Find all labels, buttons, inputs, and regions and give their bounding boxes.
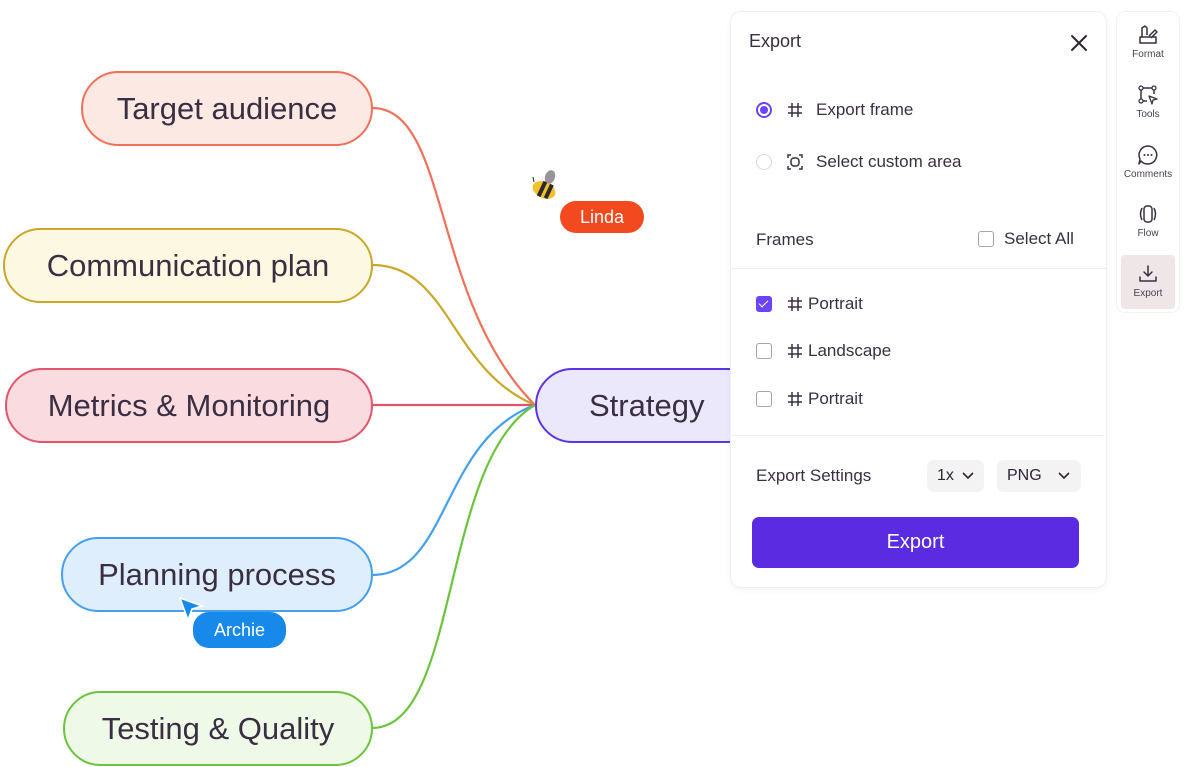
hash-frame-icon bbox=[788, 344, 802, 358]
mindmap-node-strategy-center[interactable]: Strategy bbox=[535, 368, 765, 443]
option-export-frame[interactable]: Export frame bbox=[756, 98, 913, 122]
mindmap-node-communication-plan[interactable]: Communication plan bbox=[3, 228, 373, 303]
collaborator-tag-archie: Archie bbox=[193, 612, 287, 648]
connector-target-audience bbox=[371, 106, 536, 406]
frame-label: Landscape bbox=[808, 341, 892, 360]
select-all-checkbox[interactable]: Select All bbox=[978, 229, 1074, 249]
hash-frame-icon bbox=[788, 297, 802, 311]
node-label: Communication plan bbox=[46, 247, 330, 283]
custom-area-icon bbox=[787, 154, 803, 170]
export-settings-label: Export Settings bbox=[756, 466, 872, 485]
format-dropdown[interactable]: PNG bbox=[997, 460, 1081, 492]
close-icon[interactable] bbox=[1068, 32, 1090, 54]
format-value: PNG bbox=[1007, 467, 1042, 484]
mindmap-node-planning-process[interactable]: Planning process bbox=[61, 537, 373, 612]
chevron-down-icon bbox=[962, 472, 974, 480]
mindmap-node-metrics-monitoring[interactable]: Metrics & Monitoring bbox=[5, 368, 373, 443]
mindmap-node-testing-quality[interactable]: Testing & Quality bbox=[63, 691, 373, 766]
connector-testing bbox=[371, 404, 536, 730]
comment-icon bbox=[1138, 145, 1158, 165]
radio-unselected[interactable] bbox=[756, 154, 772, 170]
divider bbox=[731, 268, 1106, 269]
hash-frame-icon bbox=[788, 103, 802, 117]
flow-icon bbox=[1139, 205, 1157, 223]
collaborator-tag-linda: Linda bbox=[560, 201, 645, 233]
toolbar-item-comments[interactable]: Comments bbox=[1121, 136, 1175, 190]
toolbar-item-format[interactable]: Format bbox=[1121, 16, 1175, 70]
connector-communication-plan bbox=[371, 263, 536, 407]
node-label: Testing & Quality bbox=[101, 710, 335, 746]
panel-title: Export bbox=[749, 31, 802, 51]
frame-item-landscape[interactable]: Landscape bbox=[756, 341, 891, 361]
right-toolbar: Format Tools Comments Flow Export bbox=[1117, 12, 1179, 312]
toolbar-label: Flow bbox=[1137, 228, 1159, 239]
node-label: Target audience bbox=[116, 90, 338, 126]
chevron-down-icon bbox=[1058, 472, 1070, 480]
export-panel: Export Export frame Select custom area F… bbox=[731, 12, 1106, 587]
frame-label: Portrait bbox=[808, 294, 863, 313]
checkbox-checked[interactable] bbox=[756, 296, 772, 312]
frame-item-portrait-2[interactable]: Portrait bbox=[756, 389, 863, 409]
export-download-icon bbox=[1139, 265, 1157, 282]
connector-planning bbox=[371, 403, 536, 577]
scale-dropdown[interactable]: 1x bbox=[927, 460, 984, 492]
toolbar-label: Comments bbox=[1123, 169, 1173, 180]
checkbox[interactable] bbox=[756, 343, 772, 359]
node-label: Planning process bbox=[98, 556, 336, 592]
hash-frame-icon bbox=[788, 392, 802, 406]
frames-heading: Frames bbox=[756, 230, 814, 249]
node-label: Strategy bbox=[589, 387, 705, 423]
toolbar-item-export[interactable]: Export bbox=[1121, 255, 1175, 309]
tools-select-icon bbox=[1138, 85, 1158, 105]
export-button[interactable]: Export bbox=[752, 517, 1079, 568]
collaborator-name: Archie bbox=[214, 620, 266, 640]
bee-icon bbox=[532, 170, 556, 200]
toolbar-item-tools[interactable]: Tools bbox=[1121, 76, 1175, 130]
toolbar-label: Tools bbox=[1136, 109, 1160, 120]
toolbar-label: Format bbox=[1132, 49, 1164, 60]
select-all-label: Select All bbox=[1004, 229, 1074, 248]
scale-value: 1x bbox=[937, 467, 954, 484]
radio-selected[interactable] bbox=[756, 102, 772, 118]
mindmap-node-target-audience[interactable]: Target audience bbox=[81, 71, 373, 146]
toolbar-label: Export bbox=[1133, 288, 1163, 299]
option-label: Export frame bbox=[816, 100, 914, 119]
pointer-cursor-icon bbox=[178, 596, 204, 622]
frame-label: Portrait bbox=[808, 389, 863, 408]
checkbox[interactable] bbox=[978, 231, 994, 247]
option-label: Select custom area bbox=[816, 152, 962, 171]
toolbar-item-flow[interactable]: Flow bbox=[1121, 195, 1175, 249]
checkbox[interactable] bbox=[756, 391, 772, 407]
node-label: Metrics & Monitoring bbox=[47, 387, 331, 423]
option-select-custom-area[interactable]: Select custom area bbox=[756, 150, 962, 174]
divider bbox=[731, 435, 1103, 436]
frame-item-portrait[interactable]: Portrait bbox=[756, 294, 863, 314]
collaborator-name: Linda bbox=[580, 207, 625, 227]
format-brush-icon bbox=[1139, 25, 1158, 44]
